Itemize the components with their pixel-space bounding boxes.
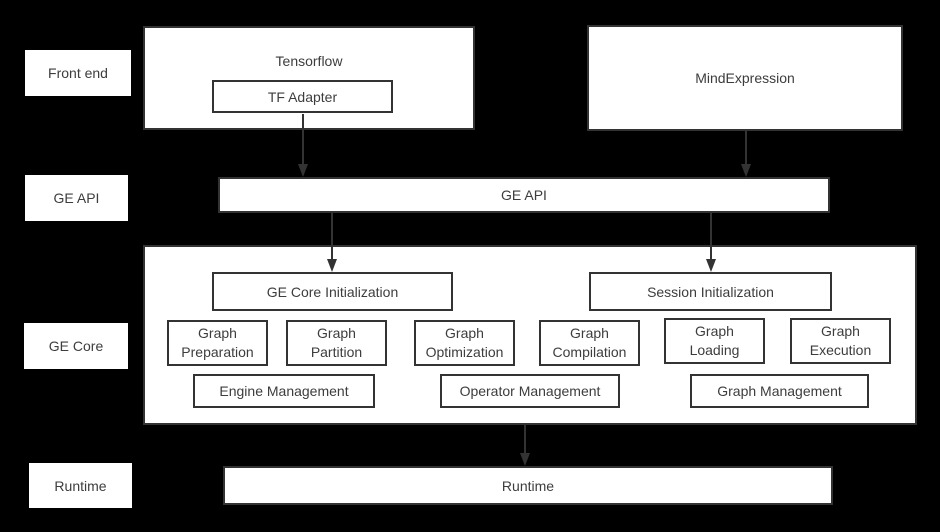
graph-partition-box: Graph Partition — [286, 320, 387, 366]
tensorflow-title: Tensorflow — [275, 53, 343, 69]
graph-compilation-box: Graph Compilation — [539, 320, 640, 366]
side-label-front-end: Front end — [25, 50, 131, 96]
operator-management-box: Operator Management — [440, 374, 620, 408]
runtime-bar: Runtime — [223, 466, 833, 505]
mindexpression-box: MindExpression — [587, 25, 903, 131]
ge-core-box: GE Core Initialization Session Initializ… — [143, 245, 917, 425]
ge-api-bar: GE API — [218, 177, 830, 213]
graph-management-box: Graph Management — [690, 374, 869, 408]
tf-adapter-box: TF Adapter — [212, 80, 393, 113]
graph-optimization-box: Graph Optimization — [414, 320, 515, 366]
side-label-ge-api: GE API — [25, 175, 128, 221]
engine-management-box: Engine Management — [193, 374, 375, 408]
graph-loading-box: Graph Loading — [664, 318, 765, 364]
graph-preparation-box: Graph Preparation — [167, 320, 268, 366]
arrow-ge-api-to-ge-core-initialization — [327, 213, 337, 272]
arrow-mindexpression-to-ge-api — [741, 131, 751, 177]
arrow-tf-adapter-to-ge-api — [298, 114, 308, 177]
arrow-ge-api-to-session-initialization — [706, 213, 716, 272]
side-label-runtime: Runtime — [29, 463, 132, 508]
graph-execution-box: Graph Execution — [790, 318, 891, 364]
session-initialization-box: Session Initialization — [589, 272, 832, 311]
arrow-ge-core-to-runtime — [520, 425, 530, 466]
ge-core-initialization-box: GE Core Initialization — [212, 272, 453, 311]
side-label-ge-core: GE Core — [24, 323, 128, 369]
tensorflow-box: Tensorflow TF Adapter — [143, 26, 475, 130]
